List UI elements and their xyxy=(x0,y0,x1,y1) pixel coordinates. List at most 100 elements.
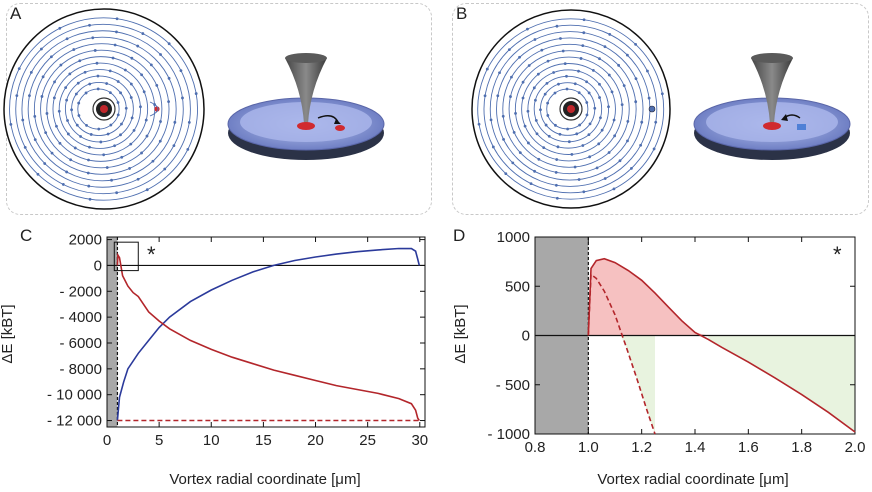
stm-tip-illustration-a xyxy=(227,53,385,160)
flow-arrow xyxy=(145,188,149,192)
flow-arrow xyxy=(547,134,551,138)
flow-arrow xyxy=(85,123,88,127)
series-line-2 xyxy=(116,252,420,421)
chart-d-ylabel: ΔE [kBT] xyxy=(452,304,469,363)
flow-arrow xyxy=(546,101,550,105)
flow-arrow xyxy=(66,132,70,136)
flow-arrow xyxy=(33,114,37,118)
flow-arrow xyxy=(554,123,557,127)
flow-arrow xyxy=(634,42,638,46)
streamline xyxy=(21,30,184,188)
flow-arrow xyxy=(555,24,559,28)
flow-arrow xyxy=(566,127,569,131)
flow-arrow xyxy=(130,116,134,120)
flow-arrow xyxy=(36,172,40,176)
flow-arrow xyxy=(527,64,531,67)
x-tick-label: 1.0 xyxy=(578,439,599,456)
flow-arrow xyxy=(652,147,656,151)
flow-arrow xyxy=(521,80,525,84)
flow-arrow xyxy=(518,55,521,59)
flow-arrow xyxy=(77,114,81,117)
flow-arrow xyxy=(167,42,171,46)
flow-arrow xyxy=(50,151,54,155)
panel-a-streamlines xyxy=(3,8,205,210)
flow-arrow xyxy=(52,96,56,100)
flow-arrow xyxy=(151,159,155,163)
flow-arrow xyxy=(132,128,136,132)
flow-arrow xyxy=(179,69,183,73)
flow-arrow xyxy=(545,81,549,85)
flow-arrow xyxy=(526,27,529,31)
flow-arrow xyxy=(546,114,550,117)
area-fill xyxy=(708,335,855,433)
x-tick-label: 2.0 xyxy=(845,439,866,456)
flow-arrow xyxy=(130,56,134,60)
flow-arrow xyxy=(613,134,617,138)
flow-arrow xyxy=(502,137,505,141)
y-tick-label: 500 xyxy=(505,278,530,295)
flow-arrow xyxy=(585,101,589,104)
flow-arrow xyxy=(634,100,638,104)
flow-arrow xyxy=(600,128,604,132)
flow-arrow xyxy=(105,166,109,169)
panel-b-streamlines xyxy=(471,9,671,209)
flow-arrow xyxy=(511,161,515,165)
flow-arrow xyxy=(119,91,122,95)
flow-arrow xyxy=(612,118,616,122)
flow-arrow xyxy=(23,145,27,149)
flow-arrow xyxy=(58,26,62,30)
flow-arrow xyxy=(558,132,562,136)
flow-arrow xyxy=(534,119,538,122)
flow-arrow xyxy=(21,118,25,122)
chart-c-xlabel: Vortex radial coordinate [μm] xyxy=(169,471,360,488)
flow-arrow xyxy=(113,43,117,47)
flow-arrow xyxy=(140,73,144,77)
flow-arrow xyxy=(120,122,123,126)
streamline xyxy=(64,75,134,143)
flow-arrow xyxy=(33,138,37,142)
flow-arrow xyxy=(626,120,630,123)
flow-arrow xyxy=(573,165,577,169)
x-tick-label: 1.2 xyxy=(631,439,652,456)
streamline xyxy=(508,50,630,168)
flow-arrow xyxy=(532,86,536,90)
flow-arrow xyxy=(581,144,585,147)
streamline xyxy=(533,75,603,143)
streamline xyxy=(483,24,658,194)
flow-arrow xyxy=(539,108,542,112)
flow-arrow xyxy=(591,68,595,72)
flow-arrow xyxy=(78,59,82,63)
flow-arrow xyxy=(65,37,69,41)
flow-arrow xyxy=(145,134,149,138)
flow-arrow xyxy=(167,100,170,104)
flow-arrow xyxy=(77,101,81,105)
flow-arrow xyxy=(173,120,177,124)
flow-arrow xyxy=(561,49,565,53)
y-tick-label: - 6000 xyxy=(59,335,102,352)
flow-arrow xyxy=(646,69,649,73)
flow-arrow xyxy=(570,152,574,156)
streamline xyxy=(15,23,191,195)
panel-c-label: C xyxy=(20,226,33,245)
flow-arrow xyxy=(546,59,550,63)
flow-arrow xyxy=(139,105,142,109)
flow-arrow xyxy=(29,71,33,74)
flow-arrow xyxy=(555,196,559,200)
streamline xyxy=(33,43,170,175)
flow-arrow xyxy=(544,123,548,127)
flow-arrow xyxy=(96,87,100,91)
antivortex-a xyxy=(154,106,160,112)
streamline xyxy=(9,17,198,201)
flow-arrow xyxy=(129,82,133,86)
flow-arrow xyxy=(565,87,569,91)
flow-arrow xyxy=(158,139,162,143)
flow-arrow xyxy=(536,72,540,76)
flow-arrow xyxy=(115,17,119,21)
flow-arrow xyxy=(512,131,516,134)
flow-arrow xyxy=(17,67,21,71)
flow-arrow xyxy=(105,82,109,85)
flow-arrow xyxy=(617,63,621,67)
flow-arrow xyxy=(141,32,145,35)
flow-arrow xyxy=(123,68,127,72)
